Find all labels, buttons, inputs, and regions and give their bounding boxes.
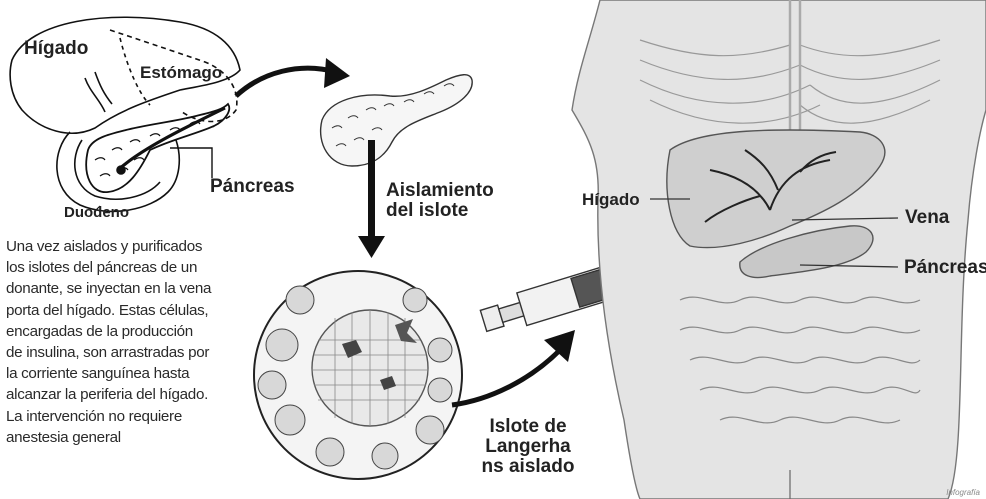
description-line: porta del hígado. Estas células, — [6, 300, 256, 321]
islet-label-line2: Langerha — [474, 436, 582, 458]
torso-illustration — [572, 0, 986, 499]
islet-label-line3: ns aislado — [474, 456, 582, 478]
vein-label: Vena — [905, 207, 949, 229]
description-line: la corriente sanguínea hasta — [6, 363, 256, 384]
description-line: anestesia general — [6, 427, 256, 448]
pancreas-label-top: Páncreas — [210, 176, 295, 198]
isolation-label-line1: Aislamiento — [386, 180, 494, 202]
description-line: encargadas de la producción — [6, 321, 256, 342]
pancreas-label-right: Páncreas — [904, 257, 986, 279]
isolation-label-line2: del islote — [386, 200, 468, 222]
description-line: alcanzar la periferia del hígado. — [6, 384, 256, 405]
credit-text: Infografía — [946, 488, 980, 497]
description-line: Una vez aislados y purificados — [6, 236, 256, 257]
stomach-label: Estómago — [140, 63, 222, 83]
description-line: los islotes del páncreas de un — [6, 257, 256, 278]
arrow-to-isolated-pancreas — [236, 58, 350, 96]
description-line: donante, se inyectan en la vena — [6, 278, 256, 299]
description-line: La intervención no requiere — [6, 406, 256, 427]
liver-label-right: Hígado — [582, 190, 640, 210]
description-text: Una vez aislados y purificados los islot… — [6, 236, 256, 448]
arrow-to-syringe — [452, 330, 575, 405]
description-line: de insulina, son arrastradas por — [6, 342, 256, 363]
islet-magnified-view — [254, 271, 462, 479]
liver-label-top: Hígado — [24, 38, 88, 60]
islet-label-line1: Islote de — [474, 416, 582, 438]
isolated-pancreas — [321, 75, 473, 166]
duodenum-label: Duodeno — [64, 204, 129, 221]
